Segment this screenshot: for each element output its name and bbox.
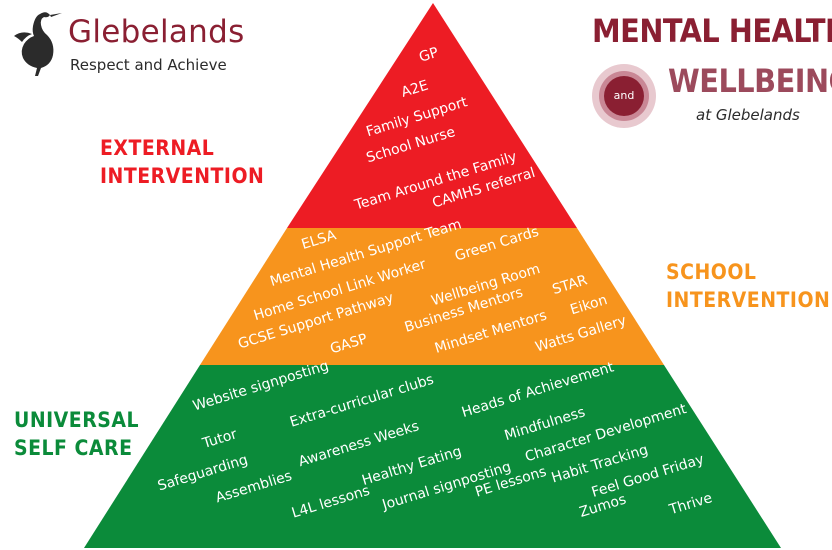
external-item: GP [417, 45, 440, 66]
heading-line: INTERVENTION [666, 288, 831, 312]
and-word: and [604, 76, 644, 116]
external-intervention-heading: EXTERNAL INTERVENTION [100, 134, 264, 190]
school-intervention-heading: SCHOOL INTERVENTION [666, 258, 830, 314]
universal-tier [84, 365, 781, 548]
school-tier [200, 228, 664, 365]
title-line-2: WELLBEING [668, 62, 832, 100]
heading-line: UNIVERSAL [14, 408, 140, 432]
school-logo: Glebelands Respect and Achieve [10, 8, 280, 83]
school-name: Glebelands [68, 14, 245, 50]
title-line-1: MENTAL HEALTH [592, 12, 832, 50]
heading-line: SCHOOL [666, 260, 757, 284]
school-tagline: Respect and Achieve [70, 56, 227, 74]
mental-health-title: MENTAL HEALTH and WELLBEING at Glebeland… [590, 12, 832, 132]
heron-logo-icon [14, 12, 62, 77]
title-line-3: at Glebelands [696, 106, 800, 124]
external-tier [287, 3, 577, 228]
heading-line: EXTERNAL [100, 136, 215, 160]
heading-line: SELF CARE [14, 436, 133, 460]
universal-self-care-heading: UNIVERSAL SELF CARE [14, 406, 139, 462]
external-item: A2E [399, 78, 430, 101]
and-circle-badge: and [592, 64, 656, 128]
heading-line: INTERVENTION [100, 164, 265, 188]
